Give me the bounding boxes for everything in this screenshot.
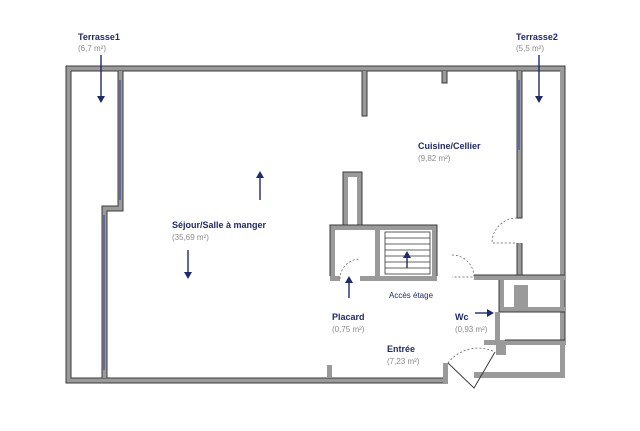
room-name-placard: Placard bbox=[332, 312, 365, 322]
arrow-placard bbox=[345, 276, 353, 298]
arrow-wc bbox=[475, 309, 494, 317]
outer-walls bbox=[65, 65, 566, 384]
wc-block bbox=[474, 274, 565, 355]
room-name-terrasse1: Terrasse1 bbox=[78, 32, 120, 42]
room-area-terrasse2: (5,5 m²) bbox=[516, 44, 544, 53]
room-name-wc: Wc bbox=[455, 312, 469, 322]
arrow-sejour-down bbox=[184, 250, 192, 279]
room-area-cuisine: (9,82 m²) bbox=[418, 154, 451, 163]
room-name-terrasse2: Terrasse2 bbox=[516, 32, 558, 42]
access-label: Accès étage bbox=[389, 291, 434, 300]
room-name-cuisine: Cuisine/Cellier bbox=[418, 141, 481, 151]
right-partition bbox=[491, 71, 523, 276]
room-area-entree: (7,23 m²) bbox=[387, 357, 420, 366]
arrow-access bbox=[403, 251, 411, 268]
door-arc-right-stair bbox=[451, 254, 475, 278]
stair-block bbox=[329, 224, 438, 281]
room-area-wc: (0,93 m²) bbox=[455, 325, 488, 334]
left-partition bbox=[101, 71, 124, 378]
room-name-sejour: Séjour/Salle à manger bbox=[172, 220, 267, 230]
arrow-terrasse2 bbox=[535, 55, 543, 103]
arrow-terrasse1 bbox=[97, 55, 105, 103]
room-area-terrasse1: (6,7 m²) bbox=[78, 44, 106, 53]
bottom-stub-wall bbox=[327, 365, 332, 378]
top-partitions bbox=[361, 71, 448, 117]
room-area-sejour: (35,69 m²) bbox=[172, 233, 209, 242]
central-column bbox=[342, 171, 363, 225]
room-name-entree: Entrée bbox=[387, 344, 415, 354]
entrance-door bbox=[443, 347, 496, 389]
room-area-placard: (0,75 m²) bbox=[332, 325, 365, 334]
arrow-sejour-up bbox=[256, 171, 264, 200]
